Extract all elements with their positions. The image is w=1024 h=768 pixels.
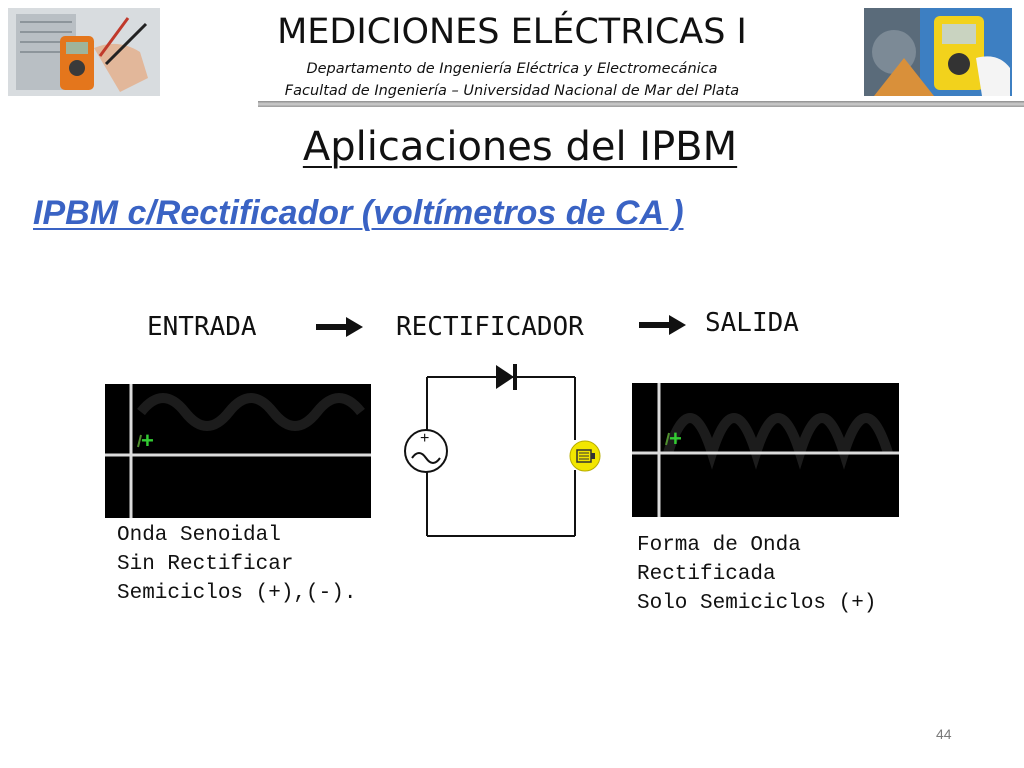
input-scope-marker: + [141,428,154,453]
digital-meter-photo [864,8,1012,96]
input-scope-screen [105,384,371,518]
slide-title: Aplicaciones del IPBM [302,124,738,170]
arrow-right-icon [316,316,364,343]
page-number: 44 [936,726,952,742]
caption-line: Sin Rectificar [117,553,294,576]
caption-line: Rectificada [637,563,776,586]
slide-subtitle: IPBM c/Rectificador (voltímetros de CA ) [33,194,684,232]
caption-line: Semiciclos (+),(-). [117,582,357,605]
caption-line: Forma de Onda [637,534,801,557]
ac-source-icon [403,428,449,479]
stage-input-label: ENTRADA [147,312,257,342]
course-title: MEDICIONES ELÉCTRICAS I [277,12,747,52]
arrow-right-icon [639,314,687,341]
stage-rectifier-label: RECTIFICADOR [396,312,584,342]
department-name: Departamento de Ingeniería Eléctrica y E… [306,61,718,77]
ac-source-plus-label: + [420,430,430,447]
rectifier-circuit [400,360,610,545]
output-scope-marker: + [669,426,682,451]
multimeter-photo [8,8,160,96]
caption-line: Onda Senoidal [117,524,281,547]
output-scope-screen [632,383,899,517]
meter-icon [568,440,602,477]
diode-icon [495,364,519,395]
stage-output-label: SALIDA [705,308,799,338]
faculty-name: Facultad de Ingeniería – Universidad Nac… [284,83,740,99]
caption-line: Solo Semiciclos (+) [637,592,877,615]
header-divider [258,101,1024,107]
